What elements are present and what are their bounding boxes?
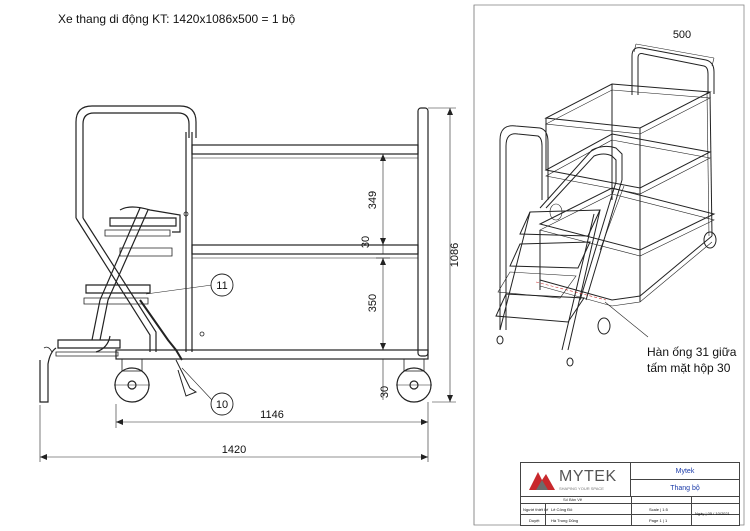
dim-349: 349 bbox=[367, 191, 379, 209]
wheel-right bbox=[396, 358, 432, 403]
dim-1420: 1420 bbox=[222, 444, 246, 456]
row-approver: Duyệt Hà Trung Dũng Page 1 | 1 Ngày | 05… bbox=[521, 511, 739, 526]
company-name: Mytek bbox=[675, 468, 695, 475]
dim-30-top: 30 bbox=[360, 236, 372, 248]
dim-30-bottom: 30 bbox=[379, 386, 391, 398]
scale-text: Scale | 1:5 bbox=[649, 507, 668, 512]
dim-500: 500 bbox=[673, 29, 691, 41]
weld-note: Hàn ống 31 giữa tấm mặt hộp 30 bbox=[647, 344, 736, 376]
designer-role: Người thiết kế bbox=[523, 507, 549, 512]
logo-cell: MYTEK SHAPING YOUR SPACE bbox=[521, 463, 631, 497]
drawing-number-label: Số Bản Vẽ bbox=[563, 497, 583, 502]
balloon-10 bbox=[210, 392, 234, 416]
side-view bbox=[39, 105, 432, 403]
right-panel-border bbox=[473, 4, 745, 526]
wheel-left bbox=[114, 358, 150, 403]
dim-1146: 1146 bbox=[260, 409, 284, 421]
weld-note-line2: tấm mặt hộp 30 bbox=[647, 361, 731, 375]
row-designer: Người thiết kế Lê Công Đô Scale | 1:5 bbox=[521, 503, 739, 515]
dimension-arrows bbox=[40, 108, 453, 460]
balloon-11-label: 11 bbox=[216, 280, 227, 292]
title-block: MYTEK SHAPING YOUR SPACE Mytek Thang bộ … bbox=[520, 462, 740, 526]
logo-text: MYTEK bbox=[559, 468, 617, 485]
isometric-view bbox=[495, 47, 717, 367]
drawing-name: Thang bộ bbox=[670, 485, 700, 492]
weld-note-line1: Hàn ống 31 giữa bbox=[647, 345, 737, 359]
mytek-logo-icon bbox=[529, 472, 555, 490]
sheet-text: Page 1 | 1 bbox=[649, 518, 668, 523]
logo-tagline: SHAPING YOUR SPACE bbox=[559, 486, 604, 491]
company-cell: Mytek bbox=[631, 463, 739, 480]
approver-name: Hà Trung Dũng bbox=[551, 518, 579, 523]
designer-name: Lê Công Đô bbox=[551, 507, 573, 512]
balloon-10-label: 10 bbox=[216, 399, 228, 411]
dim-350: 350 bbox=[367, 294, 379, 312]
drawing-name-cell: Thang bộ bbox=[631, 480, 739, 497]
dim-1086: 1086 bbox=[449, 243, 461, 267]
date-text: Ngày | 05 / 10/2021 bbox=[695, 511, 730, 516]
balloon-11 bbox=[210, 273, 234, 297]
approver-role: Duyệt bbox=[529, 518, 540, 523]
drawing-title: Xe thang di động KT: 1420x1086x500 = 1 b… bbox=[58, 12, 296, 26]
